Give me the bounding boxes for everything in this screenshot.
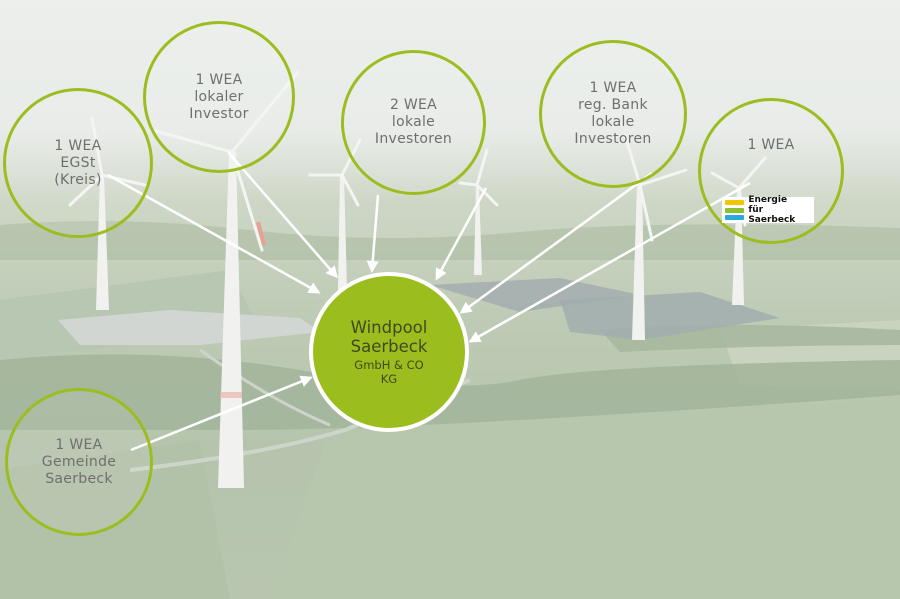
hub-title: Windpool Saerbeck [350, 318, 428, 356]
logo-stripe-green [725, 207, 745, 213]
hub-subtitle: GmbH & CO KG [354, 358, 424, 386]
field-bottom [270, 400, 900, 599]
node-lokaler-investor: 1 WEA lokaler Investor [143, 21, 295, 173]
energie-fuer-saerbeck-logo: Energie für Saerbeck [722, 195, 814, 225]
node-energie-label: 1 WEA [747, 137, 795, 153]
node-gemeinde-label: 1 WEA Gemeinde Saerbeck [41, 436, 117, 487]
logo-stripe-yellow [725, 200, 745, 205]
logo-text: Energie für Saerbeck [748, 195, 796, 225]
node-lokale-investoren: 2 WEA lokale Investoren [341, 50, 486, 195]
node-lokale-investoren-label: 2 WEA lokale Investoren [374, 97, 453, 147]
node-egst-label: 1 WEA EGSt (Kreis) [54, 137, 102, 188]
node-egst: 1 WEA EGSt (Kreis) [3, 88, 153, 238]
logo-stripe-blue [725, 215, 745, 220]
logo-stripes-icon [725, 200, 745, 220]
node-bank-label: 1 WEA reg. Bank lokale Investoren [574, 80, 652, 147]
industrial-building [58, 310, 320, 345]
node-lokaler-investor-label: 1 WEA lokaler Investor [189, 71, 249, 122]
hub-windpool-saerbeck: Windpool Saerbeck GmbH & CO KG [309, 272, 469, 432]
turbine-tower-3 [338, 175, 347, 290]
node-bank: 1 WEA reg. Bank lokale Investoren [539, 40, 687, 188]
node-gemeinde: 1 WEA Gemeinde Saerbeck [5, 388, 153, 536]
